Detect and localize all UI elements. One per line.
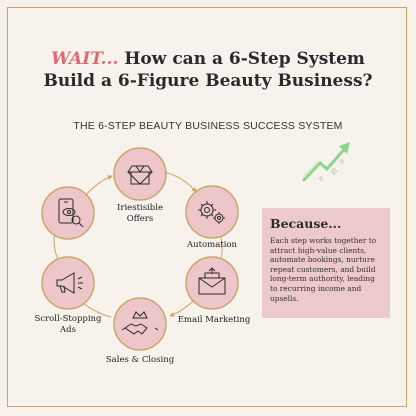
step-node-phone [41,186,95,240]
megaphone-icon [56,272,83,294]
step-label-ads: Scroll-Stopping Ads [25,314,111,336]
diamond-sparkle-icon [318,158,345,182]
step-label-email: Email Marketing [172,315,256,326]
step-node-sales [113,297,167,351]
step-node-ads [41,256,95,310]
step-node-automation [185,185,239,239]
step-node-offers [113,147,167,201]
step-label-ads-line1: Scroll-Stopping [34,314,102,324]
arrow-3-4 [169,298,196,317]
gears-icon [198,201,225,224]
headline: WAIT... How can a 6-Step System Build a … [0,48,416,92]
step-label-ads-line2: Ads [60,325,76,335]
headline-wait: WAIT... [51,49,119,69]
growth-arrow-icon [301,142,350,182]
phone-eye-icon [58,198,84,228]
handshake-crown-icon [121,311,159,335]
step-label-offers-line1: Iriestisible [117,203,163,213]
headline-line2: Build a 6-Figure Beauty Business? [43,71,373,91]
gift-box-icon [127,165,153,185]
step-label-automation: Automation [172,240,252,251]
step-label-sales: Sales & Closing [95,355,185,366]
step-label-automation-line1: Automation [187,240,237,250]
step-label-sales-line1: Sales & Closing [105,355,175,365]
because-title: Because... [270,216,342,231]
headline-line1: WAIT... How can a 6-Step System [0,48,416,70]
step-label-offers: Iriestisible Offers [105,203,175,225]
system-subtitle: THE 6-STEP BEAUTY BUSINESS SUCCESS SYSTE… [73,120,343,132]
headline-line1-text: How can a 6-Step System [118,49,365,69]
because-box: Because... Each step works together to a… [262,208,390,318]
step-node-email [185,256,239,310]
step-label-offers-line2: Offers [126,214,154,224]
arrow-1-2 [162,171,197,193]
step-label-email-line1: Email Marketing [177,315,251,325]
because-text: Each step works together to attract high… [270,236,377,303]
arrow-6-1 [84,175,113,197]
envelope-icon [198,267,226,295]
